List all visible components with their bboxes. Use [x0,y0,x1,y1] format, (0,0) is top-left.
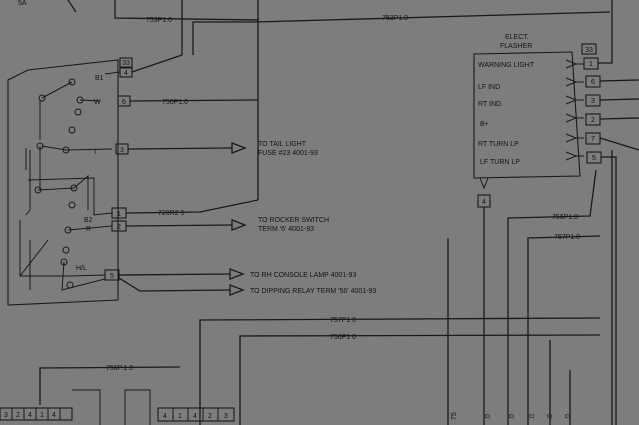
connector-left-pin-3: 4 [28,412,32,419]
wire-b1 [104,71,121,75]
switch-pin-33: 33 [122,60,130,67]
wire-label-756-left: 756P.1.0 [106,365,133,372]
wire-720 [125,199,259,214]
switch-pin-6: 6 [122,99,126,106]
connector-left-pin-5: 4 [52,412,56,419]
dest-dipping-relay: TO DIPPING RELAY TERM '56' 4001-93 [250,288,376,295]
dest-rh-console: TO RH CONSOLE LAMP 4001-93 [250,272,356,279]
wire-label-75: 75 [451,412,458,420]
vert-label-3: .0 [529,414,536,420]
switch-block-outline [7,59,119,306]
arrow-rocker [231,219,247,231]
label-w: W [94,99,101,106]
connector-middle-pin-2: 1 [178,413,182,420]
switch-pin-5: 5 [110,273,114,280]
vert-label-5: .0 [565,414,572,420]
dest-rocker-1: TO ROCKER SWITCH [258,217,329,224]
wire-dipping [118,277,231,292]
wire-756-right [507,169,597,425]
switch-contacts [19,78,113,291]
connector-middle-pin-4: 2 [208,413,212,420]
connector-middle-pin-1: 4 [163,413,167,420]
wire-label-753-a: 753P1.0 [146,17,172,24]
wire-label-750: 750P1.0 [162,99,188,106]
dest-rocker-2: TERM '6' 4001-93 [258,226,314,233]
flasher-pin-4: 4 [482,199,486,206]
wire-top-left [114,0,259,21]
wire-label-753-b: 753P1.0 [382,15,408,22]
wire-pin4-out [131,54,183,73]
flasher-title-1: ELECT. [505,34,529,41]
flasher-pin-5: 5 [592,155,596,162]
wire-label-756-right: 756P1.0 [552,214,578,221]
flasher-pin-7: 7 [591,136,595,143]
flasher-terminal-bplus: B+ [480,121,489,128]
flasher-pin-3-box [585,94,601,107]
flasher-box [473,51,581,179]
switch-pin-1: 1 [117,211,121,218]
flasher-terminal-rt-turn: RT TURN LP [478,141,519,148]
flasher-terminal-lf-turn: LF TURN LP [480,159,520,166]
flasher-pin-2: 2 [591,117,595,124]
label-t: T [93,149,98,156]
wire-label-720: 720R2 5 [158,210,185,217]
connector-middle [124,389,235,425]
vert-label-2: .0 [509,414,516,420]
vert-label-1: .0 [485,414,492,420]
label-b1: B1 [95,75,104,82]
wire-756-left [39,366,181,405]
dest-tail-light-1: TO TAIL LIGHT [258,141,307,148]
label-r: R [86,226,91,233]
wire-750 [129,99,259,102]
top-fragment-label: 5A [18,0,27,7]
label-hl: H/L [76,265,87,272]
wire-tail-light [127,147,233,150]
wire-rh-console [118,273,231,276]
switch-pin-3: 3 [120,147,124,154]
flasher-bottom-arrow [479,177,489,190]
switch-pin-4: 4 [124,70,128,77]
flasher-pin-6: 6 [591,79,595,86]
flasher-arrows [565,59,584,161]
flasher-terminal-warning: WARNING LIGHT [478,62,535,69]
wire-rocker [125,224,233,227]
flasher-pin-6-box [585,75,601,88]
flasher-terminal-lf-ind: LF IND [478,84,500,91]
switch-pin-33-box [119,57,133,68]
flasher-output-wires [598,10,639,425]
top-fragment-wire [67,0,77,13]
connector-middle-pin-3: 4 [193,413,197,420]
flasher-pin-1: 1 [589,61,593,68]
switch-pin-2: 2 [117,224,121,231]
wire-label-756-mid: 756P1 0 [330,334,356,341]
flasher-terminal-rt-ind: RT IND. [478,101,503,108]
wire-753-long [192,11,611,55]
connector-left-pin-2: 2 [16,412,20,419]
flasher-pin-33-box [581,43,597,55]
wire-757-right [527,235,601,425]
wire-label-757-right: 757P1.0 [554,234,580,241]
connector-left-pin-1: 3 [4,412,8,419]
flasher-title-2: FLASHER [500,43,532,50]
wire-757-mid [199,317,601,425]
wire-verts-right [549,340,571,425]
wire-756-mid [239,334,601,425]
arrow-rh-console [229,268,245,280]
flasher-pin-3: 3 [591,98,595,105]
connector-middle-pin-5: 3 [224,413,228,420]
arrow-tail-light [231,142,247,154]
dest-tail-light-2: FUSE #23 4001-93 [258,150,318,157]
flasher-pin-33: 33 [585,47,593,54]
flasher-pin-2-box [585,113,601,126]
label-b2: B2 [84,217,93,224]
switch-pin-3-box [115,143,129,155]
arrow-dipping [229,284,245,296]
connector-left-pin-4: 1 [40,412,44,419]
connector-left [0,389,101,425]
wire-label-757-mid: 757P1 0 [330,317,356,324]
